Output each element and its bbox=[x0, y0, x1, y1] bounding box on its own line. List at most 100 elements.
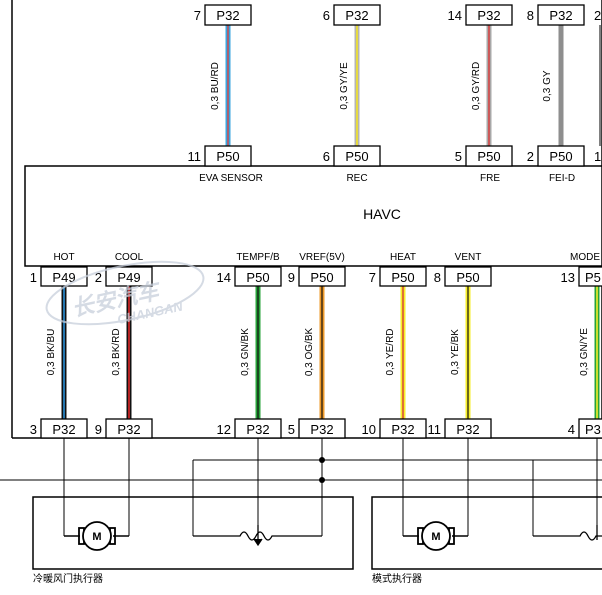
bottom-signal-labels: HOT COOL TEMPF/B VREF(5V) HEAT VENT MODE bbox=[53, 252, 600, 263]
top-p32-3-pin: 14 bbox=[448, 8, 462, 23]
motor-1-label: M bbox=[92, 531, 101, 543]
mb-7-pin: 13 bbox=[561, 270, 575, 285]
top-p50-4-pin: 2 bbox=[527, 149, 534, 164]
signal-cool: COOL bbox=[115, 252, 144, 263]
mb-1-pin: 1 bbox=[30, 270, 37, 285]
top-wire-3: 0,3 GY/RD bbox=[471, 25, 492, 146]
signal-fre: FRE bbox=[480, 173, 500, 184]
mb-4-pin: 9 bbox=[288, 270, 295, 285]
bottom-p32-connectors: 3 P32 9 P32 12 P32 5 P32 10 P32 11 P32 4… bbox=[30, 418, 602, 439]
top-wire-2-label: 0,3 GY/YE bbox=[339, 62, 350, 110]
junction-dot-1 bbox=[319, 457, 325, 463]
signal-rec: REC bbox=[346, 173, 367, 184]
lower-circuit bbox=[0, 438, 602, 536]
signal-vent: VENT bbox=[455, 252, 482, 263]
mb-6-label: P50 bbox=[456, 270, 479, 285]
mb-7-label: P5 bbox=[585, 270, 601, 285]
bp-6-label: P32 bbox=[456, 422, 479, 437]
signal-mode: MODE bbox=[570, 252, 600, 263]
bp-2-pin: 9 bbox=[95, 422, 102, 437]
actuator-1-box bbox=[32, 496, 354, 570]
top-p32-1-pin: 7 bbox=[194, 8, 201, 23]
signal-tempfb: TEMPF/B bbox=[236, 252, 280, 263]
mb-5-label: P50 bbox=[391, 270, 414, 285]
bottom-wire-6: 0,3 YE/BK bbox=[450, 286, 471, 419]
havc-module-box bbox=[24, 165, 602, 267]
bottom-wire-5: 0,3 YE/RD bbox=[385, 286, 406, 419]
bp-3-label: P32 bbox=[246, 422, 269, 437]
bottom-wire-1: 0,3 BK/BU bbox=[46, 286, 67, 419]
bottom-wire-3: 0,3 GN/BK bbox=[240, 286, 261, 419]
signal-vref: VREF(5V) bbox=[299, 252, 345, 263]
mb-4-label: P50 bbox=[310, 270, 333, 285]
bottom-wire-3-label: 0,3 GN/BK bbox=[240, 328, 251, 376]
bp-5-label: P32 bbox=[391, 422, 414, 437]
bottom-wire-7: 0,3 GN/YE bbox=[579, 286, 600, 419]
top-p50-2-pin: 6 bbox=[323, 149, 330, 164]
module-bottom-connectors: 1 P49 2 P49 14 P50 9 P50 7 P50 8 P50 13 … bbox=[30, 266, 602, 287]
mb-6-pin: 8 bbox=[434, 270, 441, 285]
bottom-wire-7-label: 0,3 GN/YE bbox=[579, 328, 590, 376]
signal-fei-d: FEI-D bbox=[549, 173, 575, 184]
top-p50-2-label: P50 bbox=[345, 149, 368, 164]
bp-4-label: P32 bbox=[310, 422, 333, 437]
bp-1-pin: 3 bbox=[30, 422, 37, 437]
top-wire-4-label: 0,3 GY bbox=[542, 70, 553, 101]
bp-7-pin: 4 bbox=[568, 422, 575, 437]
actuator-2-box bbox=[371, 496, 602, 570]
top-p50-5-pin: 1 bbox=[594, 149, 601, 164]
top-wire-4: 0,3 GY bbox=[542, 25, 564, 146]
top-p50-3-pin: 5 bbox=[455, 149, 462, 164]
motor-2-icon: M bbox=[403, 521, 468, 551]
top-p32-2-pin: 6 bbox=[323, 8, 330, 23]
bottom-wire-2-label: 0,3 BK/RD bbox=[111, 328, 122, 375]
top-wire-1-label: 0,3 BU/RD bbox=[210, 62, 221, 110]
top-p32-2-label: P32 bbox=[345, 8, 368, 23]
mb-1-label: P49 bbox=[52, 270, 75, 285]
bp-2-label: P32 bbox=[117, 422, 140, 437]
top-wire-3-label: 0,3 GY/RD bbox=[471, 62, 482, 110]
actuator-1-label: 冷暖风门执行器 bbox=[33, 572, 103, 585]
top-p32-connectors: 7 P32 6 P32 14 P32 8 P32 2 bbox=[194, 4, 601, 26]
actuator-2-label: 模式执行器 bbox=[372, 572, 422, 585]
bottom-wire-6-label: 0,3 YE/BK bbox=[450, 329, 461, 375]
signal-eva-sensor: EVA SENSOR bbox=[199, 173, 263, 184]
top-p50-connectors: 11 P50 6 P50 5 P50 2 P50 1 bbox=[188, 145, 601, 167]
bottom-wire-2: 0,3 BK/RD bbox=[111, 286, 132, 419]
mb-5-pin: 7 bbox=[369, 270, 376, 285]
top-p32-4-label: P32 bbox=[549, 8, 572, 23]
top-p32-3-label: P32 bbox=[477, 8, 500, 23]
bottom-wire-4-label: 0,3 OG/BK bbox=[304, 327, 315, 376]
signal-heat: HEAT bbox=[390, 252, 416, 263]
potentiometer-2-icon bbox=[533, 525, 602, 541]
bp-4-pin: 5 bbox=[288, 422, 295, 437]
bp-5-pin: 10 bbox=[362, 422, 376, 437]
signal-hot: HOT bbox=[53, 252, 74, 263]
bottom-wire-1-label: 0,3 BK/BU bbox=[46, 329, 57, 376]
top-p32-4-pin: 8 bbox=[527, 8, 534, 23]
potentiometer-1-icon bbox=[193, 525, 322, 547]
bottom-wire-4: 0,3 OG/BK bbox=[304, 286, 325, 419]
top-wire-1: 0,3 BU/RD bbox=[210, 25, 231, 146]
motor-2-label: M bbox=[431, 531, 440, 543]
bottom-wire-5-label: 0,3 YE/RD bbox=[385, 328, 396, 375]
mb-2-pin: 2 bbox=[95, 270, 102, 285]
top-p32-5-pin: 2 bbox=[594, 8, 601, 23]
bp-6-pin: 11 bbox=[428, 422, 442, 437]
mb-2-label: P49 bbox=[117, 270, 140, 285]
top-p32-1-label: P32 bbox=[216, 8, 239, 23]
top-p50-1-label: P50 bbox=[216, 149, 239, 164]
junction-dot-2 bbox=[319, 477, 325, 483]
top-p50-1-pin: 11 bbox=[188, 149, 202, 164]
top-p50-4-label: P50 bbox=[549, 149, 572, 164]
bp-3-pin: 12 bbox=[217, 422, 231, 437]
top-p50-3-label: P50 bbox=[477, 149, 500, 164]
top-wire-2: 0,3 GY/YE bbox=[339, 25, 360, 146]
top-signal-labels: EVA SENSOR REC FRE FEI-D bbox=[199, 173, 575, 184]
mb-3-pin: 14 bbox=[217, 270, 231, 285]
mb-3-label: P50 bbox=[246, 270, 269, 285]
motor-1-icon: M bbox=[64, 521, 129, 551]
bp-7-label: P3 bbox=[585, 422, 601, 437]
havc-module-label: HAVC bbox=[363, 206, 401, 222]
